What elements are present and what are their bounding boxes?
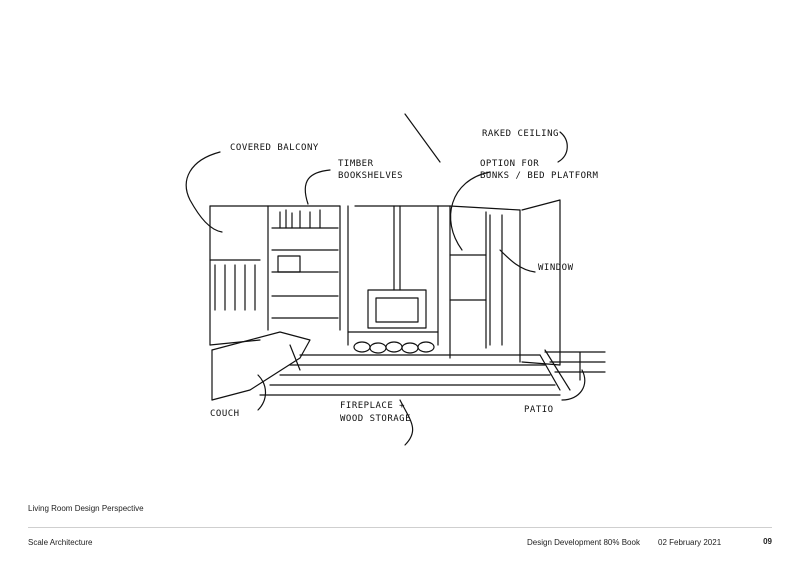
annotation-raked-ceiling: RAKED CEILING	[482, 129, 559, 139]
annotation-window: WINDOW	[538, 263, 574, 273]
annotation-wood-storage: WOOD STORAGE	[340, 414, 411, 424]
living-room-sketch: COVERED BALCONY TIMBER BOOKSHELVES RAKED…	[150, 100, 610, 446]
annotation-option-for: OPTION FOR	[480, 159, 539, 169]
footer-divider	[28, 527, 772, 528]
footer-date: 02 February 2021	[658, 538, 722, 547]
annotation-fireplace: FIREPLACE +	[340, 401, 405, 411]
figure-caption: Living Room Design Perspective	[28, 504, 144, 513]
annotation-covered-balcony: COVERED BALCONY	[230, 143, 319, 153]
annotation-bunks-bed-platform: BUNKS / BED PLATFORM	[480, 171, 598, 181]
annotation-patio: PATIO	[524, 405, 554, 415]
annotation-timber: TIMBER	[338, 159, 374, 169]
page-number: 09	[763, 537, 772, 546]
perspective-drawing: COVERED BALCONY TIMBER BOOKSHELVES RAKED…	[185, 113, 606, 446]
footer-company: Scale Architecture	[28, 538, 93, 547]
annotation-couch: COUCH	[210, 409, 240, 419]
annotation-bookshelves: BOOKSHELVES	[338, 171, 403, 181]
footer-book-title: Design Development 80% Book	[527, 538, 640, 547]
